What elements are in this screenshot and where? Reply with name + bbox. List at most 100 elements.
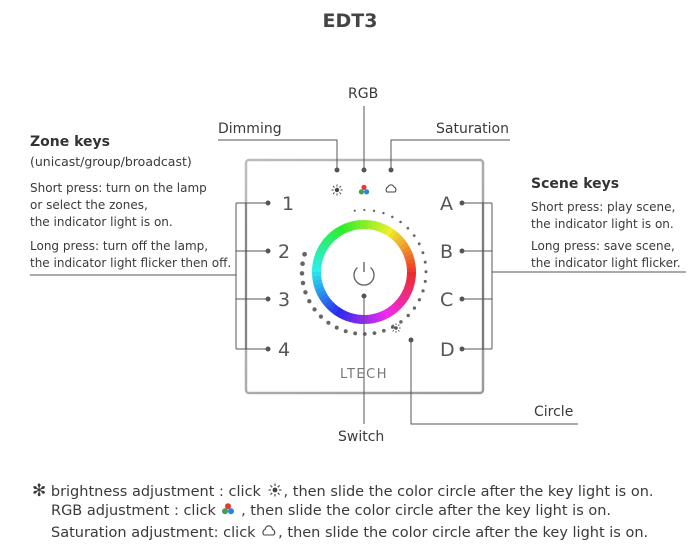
scene-long-press: Long press: save scene, the indicator li… [531,239,681,270]
color-wheel-segment [334,226,343,237]
saturation-leader [390,139,510,170]
zone-keys-subheading: (unicast/group/broadcast) [30,154,192,169]
color-wheel-segment [396,296,407,306]
brightness-dot [312,307,317,312]
brightness-dot [372,209,376,212]
circle-leader [410,340,578,425]
power-icon [353,262,375,286]
color-wheel-segment [359,219,365,230]
color-wheel-segment [363,314,369,324]
brightness-dot [353,209,356,212]
brightness-dot [302,251,307,257]
color-wheel-segment [316,289,327,298]
scene-short-press: Short press: play scene, the indicator l… [531,200,676,231]
sun-icon [331,184,343,196]
color-wheel-segment [388,304,398,315]
brightness-dot [406,226,410,230]
color-wheel-segment [323,299,334,309]
color-wheel-segment [396,238,407,248]
color-wheel-segment [371,220,379,231]
brightness-dot [353,331,358,336]
color-wheel-segment [385,307,394,318]
color-wheel-segment [381,309,390,320]
color-wheel-segment [394,299,404,310]
rgb-dots-icon [222,503,235,515]
zone-keys-heading: Zone keys [30,134,110,150]
color-wheel-segment [367,314,374,324]
color-wheel-segment [345,312,353,323]
color-wheel-segment [378,223,387,234]
footer-line-2: RGB adjustment : click , then slide the … [51,503,612,519]
color-wheel-segment [321,238,332,248]
color-wheel-segment [406,262,416,269]
color-wheel-segment [358,314,364,324]
brightness-dot [300,261,305,267]
asterisk-icon: ✻ [32,481,47,501]
zone-key-3: 3 [278,289,290,311]
color-wheel-segment [338,224,347,235]
color-wheel-segment [330,229,340,240]
zone-long-press: Long press: turn off the lamp, the indic… [30,239,232,270]
brightness-dot [391,215,394,219]
color-wheel-segment [402,286,413,295]
scene-key-c: C [440,289,453,311]
color-wheel-segment [324,234,334,245]
brightness-dot [421,289,425,293]
brightness-dots [299,208,428,336]
color-wheel-segment [400,290,412,299]
scene-keys-heading: Scene keys [531,176,620,192]
color-wheel-segment [333,306,343,318]
color-wheel-segment [342,222,350,234]
saturation-icon [262,525,276,536]
brightness-dot [421,251,425,255]
scene-key-d: D [440,339,455,361]
circle-label: Circle [534,404,574,420]
color-wheel-segment [406,272,416,278]
brightness-dot [423,279,427,283]
brightness-dot [399,320,403,324]
color-wheel-segment [394,235,405,245]
footer-line-3: Saturation adjustment: click , then slid… [51,525,649,541]
color-wheel-segment [314,286,326,294]
color-wheel-segment [405,279,416,287]
brightness-dot [417,298,422,302]
color-wheel-segment [354,220,361,230]
color-wheel-segment [349,313,357,324]
color-wheel-segment [337,308,346,320]
color-wheel-segment [312,257,323,265]
brightness-dot [318,314,324,319]
brightness-dot [382,211,385,215]
zone-key-4: 4 [278,339,290,361]
color-wheel-segment [388,229,398,240]
scene-key-b: B [440,241,453,263]
dimming-leader [218,139,338,170]
brightness-dot [372,331,377,335]
color-wheel-segment [313,253,324,261]
brightness-dot [424,270,428,274]
dim-sun-icon [391,323,401,333]
rgb-label: RGB [348,86,379,102]
color-wheel-segment [399,242,410,251]
color-wheel-segment [321,296,332,306]
brightness-dot [423,260,427,264]
zone-key-2: 2 [278,241,290,263]
brightness-dot [343,329,348,334]
brightness-dot [381,328,386,333]
brightness-dot [299,271,305,276]
rgb-dots-icon [358,184,370,195]
sun-icon [268,483,282,497]
zone-short-press: Short press: turn on the lamp or select … [30,181,207,229]
brightness-dot [399,220,402,224]
color-wheel-segment [341,310,350,321]
color-wheel-segment [391,232,402,242]
brightness-dot [412,234,416,237]
color-wheel-segment [312,275,322,282]
color-wheel-segment [316,245,328,254]
color-wheel-segment [315,249,326,258]
color-wheel-segment [318,241,330,251]
color-wheel-segment [318,293,329,302]
color-wheel-segment [327,231,337,242]
page-title: EDT3 [322,10,378,32]
footer-line-1: ✻ brightness adjustment : click , then s… [32,481,654,501]
brightness-dot [307,299,312,304]
